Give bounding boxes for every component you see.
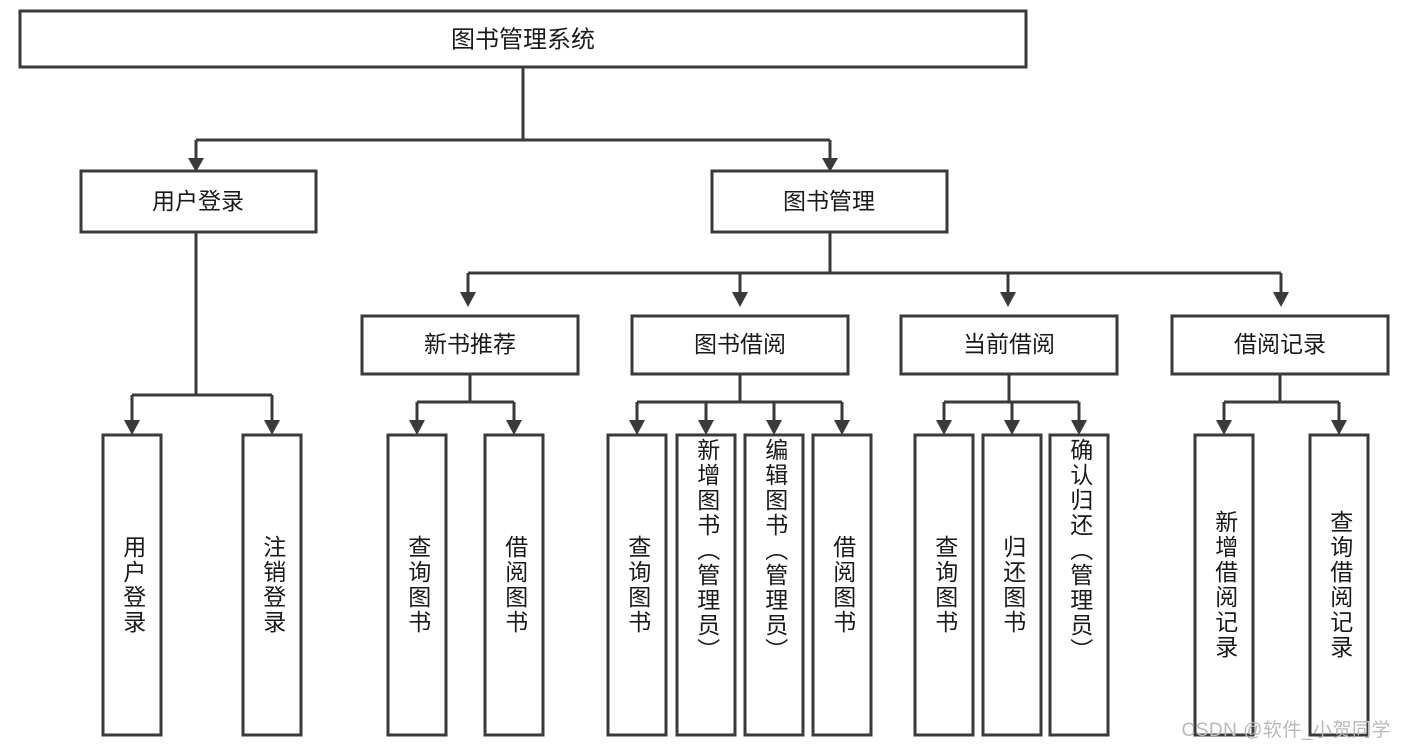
connector-current-to-leaves — [936, 374, 1087, 435]
arrow-head-icon — [506, 420, 522, 435]
node-new-book-recommend-label: 新书推荐 — [424, 331, 516, 357]
leaf-box-record-0[interactable] — [1193, 433, 1255, 737]
node-book-borrow[interactable]: 图书借阅 — [630, 314, 850, 376]
leaf-box-user-login-0[interactable] — [101, 433, 163, 737]
arrow-head-icon — [732, 292, 748, 307]
node-new-book-recommend[interactable]: 新书推荐 — [360, 314, 580, 376]
node-book-borrow-label: 图书借阅 — [694, 331, 786, 357]
node-borrow-record-label: 借阅记录 — [1234, 331, 1326, 357]
arrow-head-icon — [936, 420, 952, 435]
node-user-login-label: 用户登录 — [152, 188, 244, 214]
leaf-box-current-1[interactable] — [981, 433, 1043, 737]
leaf-box-borrow-2[interactable] — [743, 433, 805, 737]
arrow-head-icon — [822, 158, 838, 172]
arrow-head-icon — [1216, 420, 1232, 435]
node-current-borrow[interactable]: 当前借阅 — [899, 314, 1119, 376]
connector-recommend-to-leaves — [409, 374, 522, 435]
leaf-box-current-2[interactable] — [1048, 433, 1110, 737]
leaf-box-user-login-1[interactable] — [241, 433, 303, 737]
node-root[interactable]: 图书管理系统 — [18, 9, 1028, 69]
node-book-management[interactable]: 图书管理 — [710, 169, 949, 234]
arrow-head-icon — [766, 420, 782, 435]
arrow-head-icon — [1331, 420, 1347, 435]
connector-root-to-level2 — [188, 67, 838, 172]
arrow-head-icon — [1000, 292, 1016, 307]
node-root-label: 图书管理系统 — [451, 26, 595, 53]
arrow-head-icon — [629, 420, 645, 435]
leaf-box-current-0[interactable] — [913, 433, 975, 737]
arrow-head-icon — [834, 420, 850, 435]
leaf-box-borrow-0[interactable] — [606, 433, 668, 737]
arrow-head-icon — [698, 420, 714, 435]
arrow-head-icon — [1071, 420, 1087, 435]
node-current-borrow-label: 当前借阅 — [963, 331, 1055, 357]
node-book-management-label: 图书管理 — [783, 188, 875, 214]
connector-bookmgmt-to-level3 — [460, 232, 1289, 307]
arrow-head-icon — [460, 292, 476, 307]
arrow-head-icon — [1273, 292, 1289, 307]
arrow-head-icon — [188, 158, 204, 172]
leaf-box-record-1[interactable] — [1308, 433, 1370, 737]
csdn-watermark: CSDN @软件_小贺同学 — [1181, 720, 1391, 741]
arrow-head-icon — [409, 420, 425, 435]
leaf-box-borrow-3[interactable] — [811, 433, 873, 737]
arrow-head-icon — [1004, 420, 1020, 435]
leaf-box-recommend-0[interactable] — [386, 433, 448, 737]
node-borrow-record[interactable]: 借阅记录 — [1170, 314, 1390, 376]
node-user-login[interactable]: 用户登录 — [79, 169, 318, 234]
leaf-box-borrow-1[interactable] — [675, 433, 737, 737]
arrow-head-icon — [264, 420, 280, 435]
connector-record-to-leaves — [1216, 374, 1347, 435]
connector-userlogin-to-leaves — [124, 232, 280, 435]
connector-borrow-to-leaves — [629, 374, 850, 435]
leaf-box-recommend-1[interactable] — [483, 433, 545, 737]
arrow-head-icon — [124, 420, 140, 435]
